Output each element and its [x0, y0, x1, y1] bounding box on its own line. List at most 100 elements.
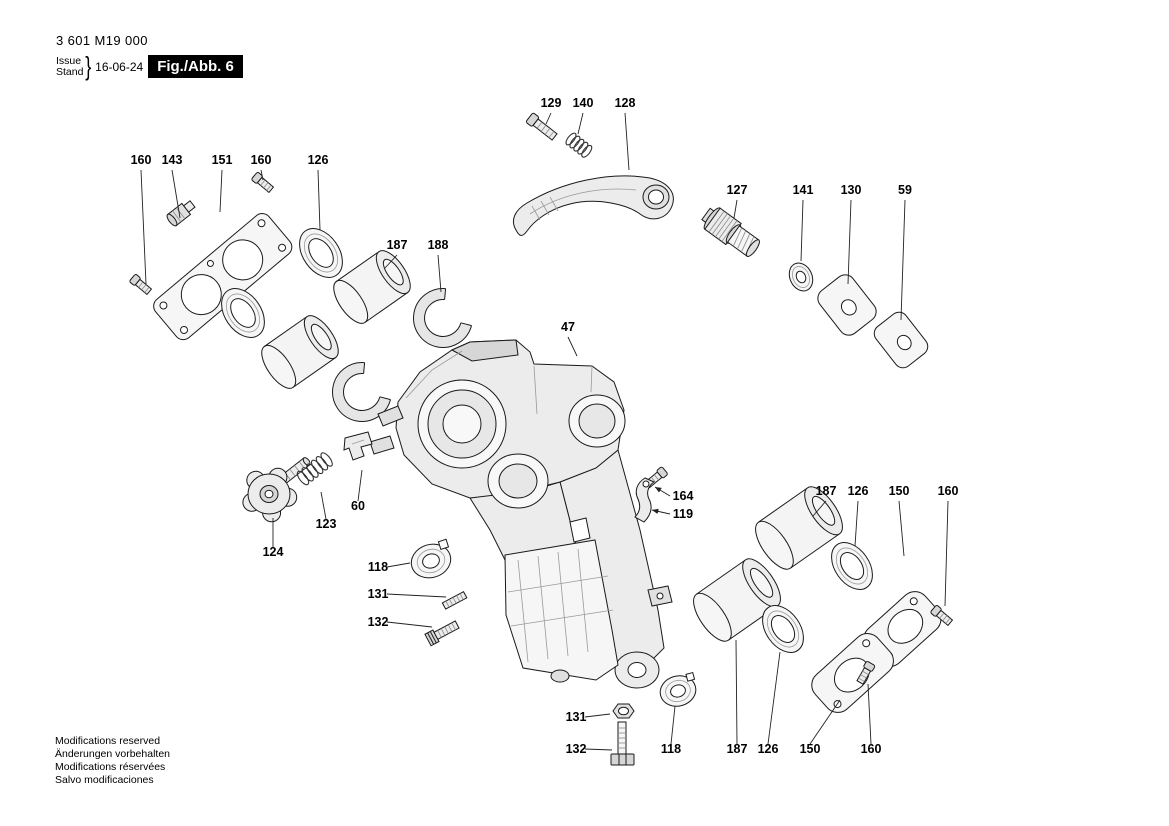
washer-118-1: [410, 538, 452, 579]
leader-line-187-30: [735, 639, 738, 745]
part-callout-118-29: 118: [661, 742, 681, 756]
bolt-132-2: [610, 721, 635, 766]
star-knob-124: [242, 467, 298, 523]
brace-glyph: }: [85, 51, 92, 81]
leader-line-160-20: [944, 500, 949, 607]
leader-line-129-7: [545, 112, 552, 125]
stand-label: Stand: [56, 65, 84, 78]
part-callout-126-4: 126: [308, 153, 329, 167]
leader-line-187-17: [812, 500, 827, 517]
part-callout-126-18: 126: [848, 484, 869, 498]
leader-line-118-29: [670, 705, 676, 745]
leader-line-130-12: [847, 199, 852, 285]
part-callout-141-11: 141: [793, 183, 814, 197]
screw-160-bottom: [856, 661, 876, 685]
part-callout-143-1: 143: [162, 153, 183, 167]
clip-60: [343, 431, 373, 461]
bolt-132-1: [424, 620, 460, 647]
issue-date: 16-06-24: [95, 59, 144, 74]
leader-line-160-33: [867, 683, 872, 745]
leader-line-123-22: [320, 491, 327, 520]
document-number: 3 601 M19 000: [56, 33, 148, 48]
part-callout-124-23: 124: [263, 545, 284, 559]
main-housing-47: [369, 339, 673, 689]
ring-126-3: [762, 605, 804, 653]
part-callout-127-10: 127: [727, 183, 748, 197]
part-callout-150-19: 150: [889, 484, 910, 498]
title-block: 3 601 M19 000 Issue Stand } 16-06-24 Fig…: [56, 33, 243, 82]
leader-line-131-27: [584, 713, 611, 718]
modifications-notice: Modifications reserved Änderungen vorbeh…: [55, 735, 170, 787]
screw-160-left: [129, 274, 153, 296]
ring-126-2: [221, 288, 265, 338]
leader-line-150-32: [809, 699, 841, 745]
roller-187-3: [755, 486, 843, 570]
roller-187-2: [693, 558, 781, 642]
washer-141: [788, 262, 814, 292]
part-callout-132-26: 132: [368, 615, 389, 629]
part-callout-164-15: 164: [673, 489, 694, 503]
part-callout-187-30: 187: [727, 742, 748, 756]
part-callout-59-13: 59: [898, 183, 912, 197]
part-callout-140-8: 140: [573, 96, 594, 110]
stud-131-1: [441, 590, 468, 610]
part-callout-160-3: 160: [251, 153, 272, 167]
leader-line-164-15: [654, 486, 671, 497]
washer-118-2: [659, 671, 697, 707]
screw-160-right: [930, 605, 954, 627]
lever-128: [513, 175, 674, 236]
part-callout-187-17: 187: [816, 484, 837, 498]
leader-line-131-25: [386, 593, 447, 598]
leader-line-150-19: [898, 500, 905, 557]
leader-line-126-4: [317, 169, 321, 231]
part-callout-131-27: 131: [566, 710, 587, 724]
part-callout-60-21: 60: [351, 499, 365, 513]
leader-line-141-11: [800, 199, 804, 262]
notice-line-fr: Modifications réservées: [55, 761, 166, 773]
leader-line-160-3: [260, 169, 264, 181]
issue-stand-labels: Issue Stand: [56, 54, 84, 78]
part-callout-187-5: 187: [387, 238, 408, 252]
leader-line-127-10: [733, 199, 738, 219]
spring-140: [565, 132, 593, 158]
issue-label: Issue: [56, 54, 82, 67]
part-callout-126-31: 126: [758, 742, 779, 756]
part-callout-160-0: 160: [131, 153, 152, 167]
leader-line-126-31: [767, 651, 781, 745]
part-callout-123-22: 123: [316, 517, 337, 531]
knurled-screw-127: [701, 207, 760, 257]
roller-187-1b: [261, 315, 339, 389]
notice-line-en: Modifications reserved: [55, 735, 161, 747]
leader-line-47-14: [567, 336, 578, 357]
spring-123: [296, 452, 333, 486]
notice-line-es: Salvo modificaciones: [55, 774, 154, 786]
screw-160-top: [251, 172, 275, 194]
pad-130: [817, 274, 877, 336]
leader-line-188-6: [437, 254, 442, 293]
leader-line-160-0: [140, 169, 147, 285]
part-callout-118-24: 118: [368, 560, 388, 574]
nut-131-2: [612, 703, 635, 719]
part-callout-160-33: 160: [861, 742, 882, 756]
part-callout-130-12: 130: [841, 183, 862, 197]
part-callout-47-14: 47: [561, 320, 575, 334]
roller-187-1: [333, 250, 411, 324]
leader-line-119-16: [651, 508, 671, 515]
part-callout-160-20: 160: [938, 484, 959, 498]
notice-line-de: Änderungen vorbehalten: [55, 748, 171, 760]
split-bushing-188-1: [413, 288, 473, 348]
screw-129: [525, 112, 558, 141]
leader-line-118-24: [386, 562, 411, 568]
leader-line-128-9: [624, 112, 630, 171]
part-callout-150-32: 150: [800, 742, 821, 756]
part-callout-132-28: 132: [566, 742, 587, 756]
leader-line-60-21: [357, 469, 363, 502]
part-callout-188-6: 188: [428, 238, 449, 252]
leader-line-132-28: [584, 748, 613, 751]
bushing-143: [166, 200, 196, 227]
pad-59: [873, 311, 929, 369]
leader-line-143-1: [171, 169, 181, 219]
leader-line-132-26: [386, 621, 433, 628]
